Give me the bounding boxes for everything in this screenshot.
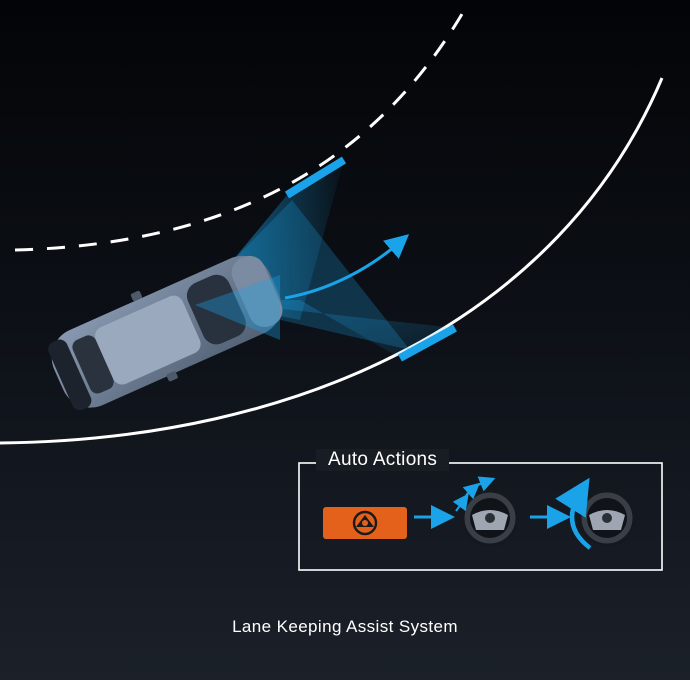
rotation-arrow-small-2 [462, 482, 481, 500]
auto-actions-panel [298, 462, 663, 571]
rotation-arrow-small-1 [452, 493, 469, 512]
camera-beam-lower [200, 300, 455, 358]
car [48, 255, 283, 411]
steering-wheel-icon [461, 489, 519, 547]
panel-title: Auto Actions [316, 449, 450, 471]
rotation-arrow-small-3 [477, 476, 496, 492]
steering-correction-arc-icon [555, 477, 592, 550]
lane-departure-warning-icon [352, 510, 378, 536]
camera-glow [195, 275, 280, 340]
dashed-lane-line [14, 13, 464, 252]
steering-correction-arrow-icon [284, 234, 410, 300]
diagram-caption: Lane Keeping Assist System [232, 617, 458, 636]
steering-wheel-icon [578, 489, 636, 547]
